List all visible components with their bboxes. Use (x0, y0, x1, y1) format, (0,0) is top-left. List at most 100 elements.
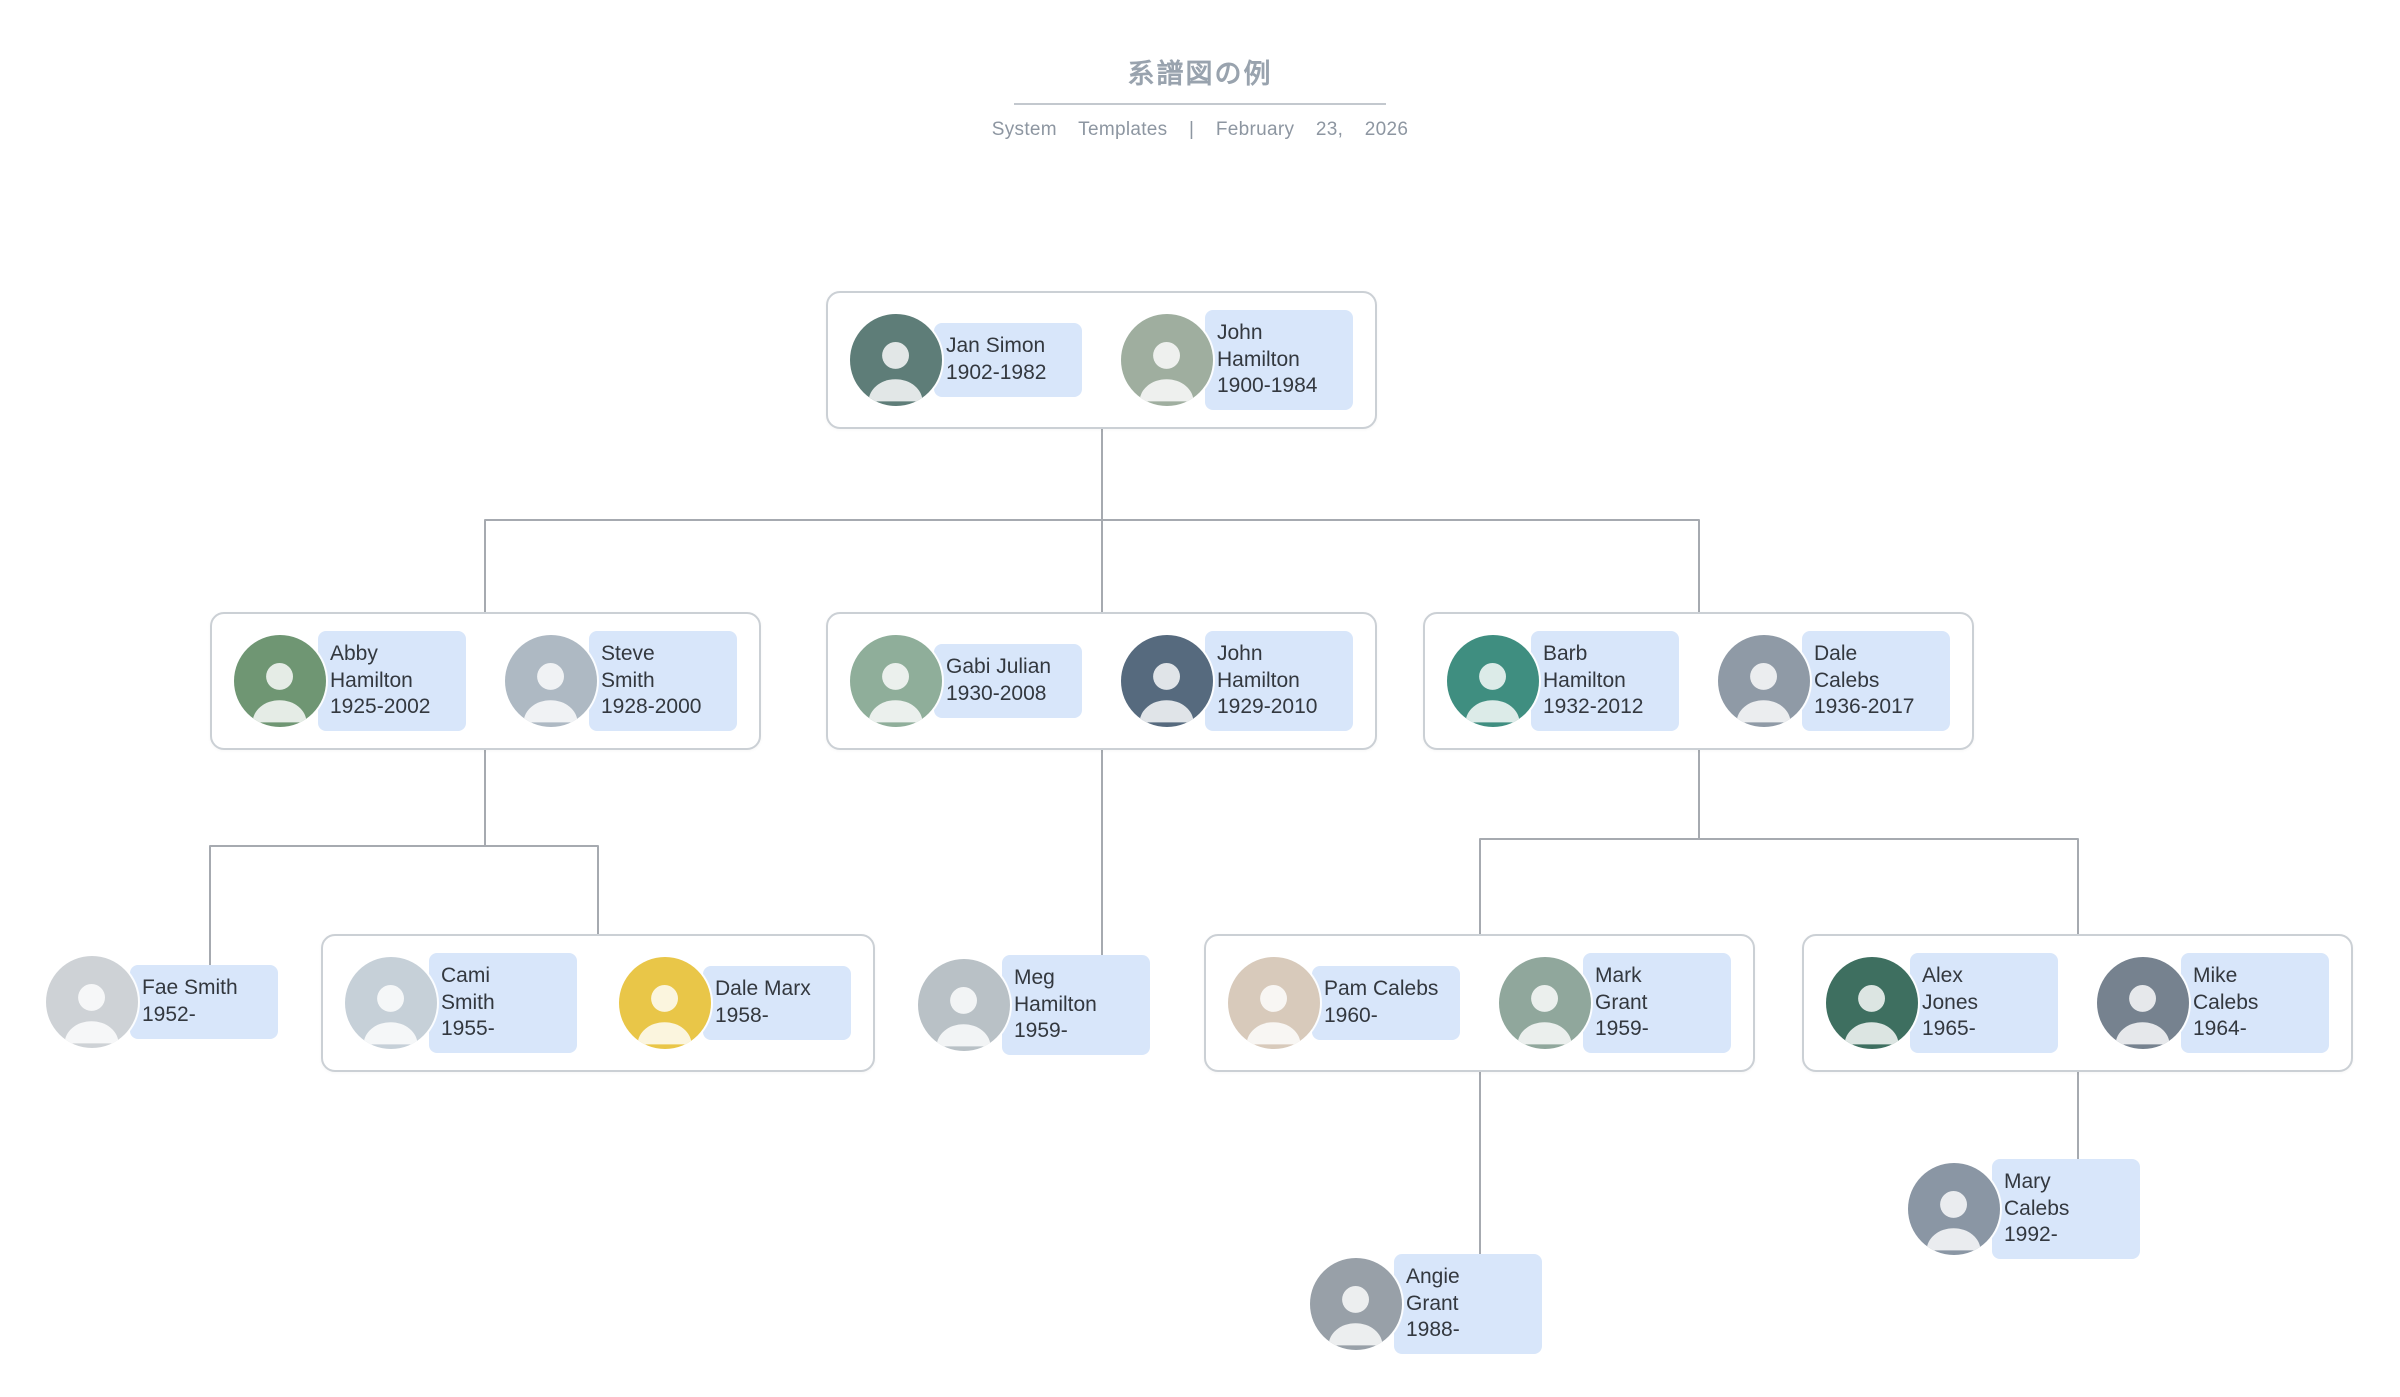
family-unit-box[interactable]: Barb Hamilton 1932-2012 Dale Calebs 1936… (1423, 612, 1974, 750)
person-dates: 1955- (441, 1017, 495, 1041)
person-label: Fae Smith 1952- (130, 965, 278, 1039)
family-unit-box[interactable]: Pam Calebs 1960- Mark Grant 1959- (1204, 934, 1755, 1072)
person-name: Angie Grant (1406, 1264, 1460, 1315)
avatar-photo (1121, 314, 1213, 406)
person-name: Cami Smith (441, 963, 495, 1014)
person-node[interactable]: Jan Simon 1902-1982 (850, 314, 1082, 406)
person-label: Dale Marx 1958- (703, 966, 851, 1040)
person-dates: 1930-2008 (946, 682, 1047, 705)
person-name: Abby Hamilton (330, 641, 413, 692)
person-label: Gabi Julian 1930-2008 (934, 644, 1082, 718)
person-dates: 1929-2010 (1217, 695, 1318, 719)
person-name: Dale Calebs (1814, 641, 1880, 692)
family-unit-box[interactable]: Gabi Julian 1930-2008 John Hamilton 1929… (826, 612, 1377, 750)
person-node[interactable]: Gabi Julian 1930-2008 (850, 635, 1082, 727)
person-dates: 1932-2012 (1543, 695, 1644, 719)
person-dates: 1959- (1014, 1019, 1068, 1043)
page-subtitle: System Templates | February 23, 2026 (991, 119, 1409, 140)
family-unit-box[interactable]: Alex Jones 1965- Mike Calebs 1964- (1802, 934, 2353, 1072)
title-underline (1014, 103, 1386, 105)
person-label: Alex Jones 1965- (1910, 952, 2058, 1054)
family-unit-box[interactable]: Abby Hamilton 1925-2002 Steve Smith 1928… (210, 612, 761, 750)
person-dates: 1992- (2004, 1223, 2058, 1247)
avatar-photo (850, 635, 942, 727)
person-dates: 1960- (1324, 1004, 1378, 1027)
avatar-photo (1228, 957, 1320, 1049)
person-label: John Hamilton 1900-1984 (1205, 309, 1353, 411)
person-name: Meg Hamilton (1014, 965, 1097, 1016)
person-name: Jan Simon (946, 334, 1046, 358)
person-dates: 1988- (1406, 1318, 1460, 1342)
person-label: Angie Grant 1988- (1394, 1253, 1542, 1355)
person-label: Cami Smith 1955- (429, 952, 577, 1054)
family-unit-box[interactable]: Cami Smith 1955- Dale Marx 1958- (321, 934, 875, 1072)
avatar-photo (345, 957, 437, 1049)
person-node[interactable]: Alex Jones 1965- (1826, 952, 2058, 1054)
person-node[interactable]: Meg Hamilton 1959- (918, 935, 1150, 1075)
person-label: Mary Calebs 1992- (1992, 1158, 2140, 1260)
avatar-photo (1718, 635, 1810, 727)
person-node[interactable]: Dale Marx 1958- (619, 957, 851, 1049)
person-name: Mike Calebs (2193, 963, 2259, 1014)
person-label: Jan Simon 1902-1982 (934, 323, 1082, 397)
person-label: Barb Hamilton 1932-2012 (1531, 630, 1679, 732)
avatar-photo (1310, 1258, 1402, 1350)
person-label: Abby Hamilton 1925-2002 (318, 630, 466, 732)
avatar-photo (234, 635, 326, 727)
person-dates: 1959- (1595, 1017, 1649, 1041)
person-node[interactable]: John Hamilton 1900-1984 (1121, 309, 1353, 411)
avatar-photo (2097, 957, 2189, 1049)
avatar-photo (918, 959, 1010, 1051)
avatar-photo (1499, 957, 1591, 1049)
person-node[interactable]: Mary Calebs 1992- (1908, 1139, 2140, 1279)
person-name: Dale Marx (715, 977, 811, 1001)
person-dates: 1958- (715, 1004, 769, 1027)
page-title: 系譜図の例 (1127, 59, 1273, 89)
person-name: Mary Calebs (2004, 1169, 2070, 1220)
person-node[interactable]: John Hamilton 1929-2010 (1121, 630, 1353, 732)
avatar-photo (46, 956, 138, 1048)
person-dates: 1936-2017 (1814, 695, 1915, 719)
person-dates: 1925-2002 (330, 695, 431, 719)
person-label: Meg Hamilton 1959- (1002, 954, 1150, 1056)
person-node[interactable]: Fae Smith 1952- (46, 932, 278, 1072)
person-label: Mark Grant 1959- (1583, 952, 1731, 1054)
person-name: Barb Hamilton (1543, 641, 1626, 692)
person-node[interactable]: Cami Smith 1955- (345, 952, 577, 1054)
person-node[interactable]: Steve Smith 1928-2000 (505, 630, 737, 732)
person-label: Pam Calebs 1960- (1312, 966, 1460, 1040)
person-label: Mike Calebs 1964- (2181, 952, 2329, 1054)
page-header: 系譜図の例 System Templates | February 23, 20… (0, 52, 2400, 141)
person-dates: 1964- (2193, 1017, 2247, 1041)
avatar-photo (1447, 635, 1539, 727)
person-dates: 1965- (1922, 1017, 1976, 1041)
avatar-photo (505, 635, 597, 727)
family-unit-box[interactable]: Jan Simon 1902-1982 John Hamilton 1900-1… (826, 291, 1377, 429)
person-node[interactable]: Abby Hamilton 1925-2002 (234, 630, 466, 732)
person-name: John Hamilton (1217, 320, 1300, 371)
person-node[interactable]: Barb Hamilton 1932-2012 (1447, 630, 1679, 732)
person-name: Gabi Julian (946, 655, 1052, 679)
person-node[interactable]: Dale Calebs 1936-2017 (1718, 630, 1950, 732)
person-name: Fae Smith (142, 976, 238, 1000)
person-label: Steve Smith 1928-2000 (589, 630, 737, 732)
person-name: Pam Calebs (1324, 977, 1439, 1001)
avatar-photo (850, 314, 942, 406)
person-dates: 1902-1982 (946, 361, 1047, 384)
person-dates: 1952- (142, 1003, 196, 1026)
person-name: Mark Grant (1595, 963, 1648, 1014)
person-name: John Hamilton (1217, 641, 1300, 692)
person-node[interactable]: Mike Calebs 1964- (2097, 952, 2329, 1054)
avatar-photo (1121, 635, 1213, 727)
avatar-photo (619, 957, 711, 1049)
person-label: John Hamilton 1929-2010 (1205, 630, 1353, 732)
person-label: Dale Calebs 1936-2017 (1802, 630, 1950, 732)
avatar-photo (1826, 957, 1918, 1049)
person-name: Steve Smith (601, 641, 655, 692)
person-node[interactable]: Pam Calebs 1960- (1228, 957, 1460, 1049)
person-name: Alex Jones (1922, 963, 1979, 1014)
person-node[interactable]: Angie Grant 1988- (1310, 1234, 1542, 1374)
person-node[interactable]: Mark Grant 1959- (1499, 952, 1731, 1054)
